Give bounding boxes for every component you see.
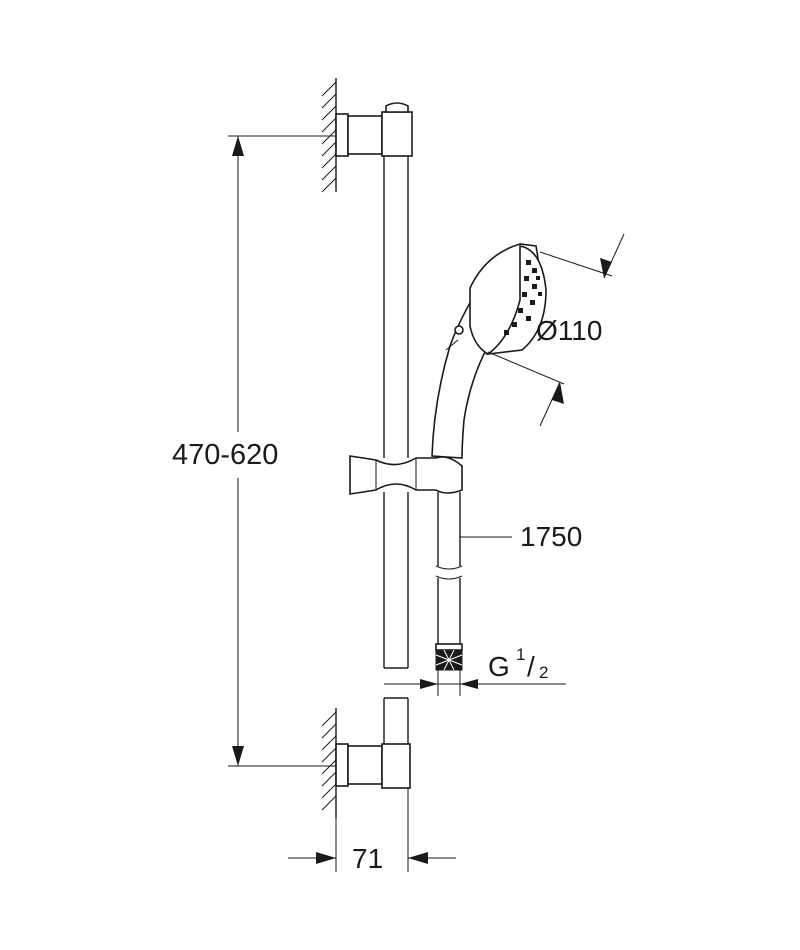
shower-hose xyxy=(435,492,463,671)
height-range-label: 470-620 xyxy=(172,439,278,471)
rail-bar xyxy=(383,156,409,744)
wall-distance-dimension: 71 xyxy=(288,788,456,874)
spray-nozzles xyxy=(504,260,542,335)
head-diameter-label: Ø110 xyxy=(536,315,602,346)
hand-shower xyxy=(431,243,547,459)
thread-numerator-label: 1 xyxy=(516,645,525,664)
height-dimension: 470-620 xyxy=(172,135,336,767)
sliding-holder xyxy=(349,455,463,495)
thread-letter-label: G xyxy=(488,651,510,682)
hose-length-label: 1750 xyxy=(520,521,582,552)
wall-distance-label: 71 xyxy=(352,843,383,874)
thread-slash-label: / xyxy=(527,651,535,682)
thread-denominator-label: 2 xyxy=(539,663,548,682)
top-wall-hatching xyxy=(321,78,337,193)
bottom-wall-hatching xyxy=(321,708,337,818)
thread-dimension: G 1 / 2 xyxy=(384,645,566,696)
head-diameter-dimension: Ø110 xyxy=(487,233,625,427)
hose-length-callout: 1750 xyxy=(460,521,582,552)
top-wall-bracket xyxy=(335,102,413,157)
bottom-wall-bracket xyxy=(335,743,411,789)
